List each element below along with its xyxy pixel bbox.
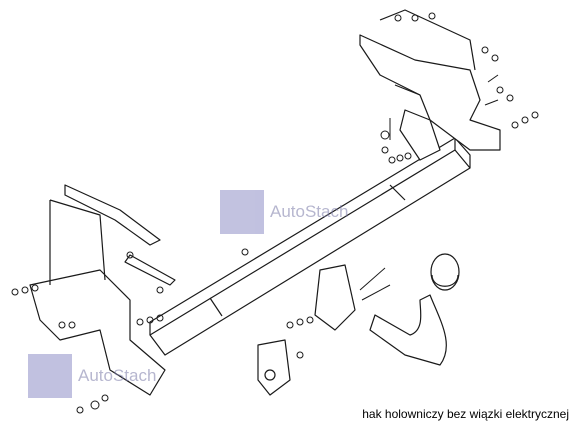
fastener-bolts [11, 12, 539, 414]
watermark-text: AutoStach [270, 202, 349, 221]
watermark-autostach: AutoStach [220, 190, 348, 234]
autostach-logo-icon [28, 354, 72, 398]
watermark-text: AutoStach [78, 366, 157, 385]
autostach-logo-icon [220, 190, 264, 234]
left-mounting-bracket [29, 184, 176, 396]
socket-plate-bracket [257, 264, 356, 396]
watermark-autostach: AutoStach [28, 354, 156, 398]
diagram-caption: hak holowniczy bez wiązki elektrycznej [362, 407, 569, 421]
tow-ball-neck [369, 253, 460, 366]
right-mounting-bracket [359, 9, 501, 161]
crossbar-beam [149, 137, 471, 356]
